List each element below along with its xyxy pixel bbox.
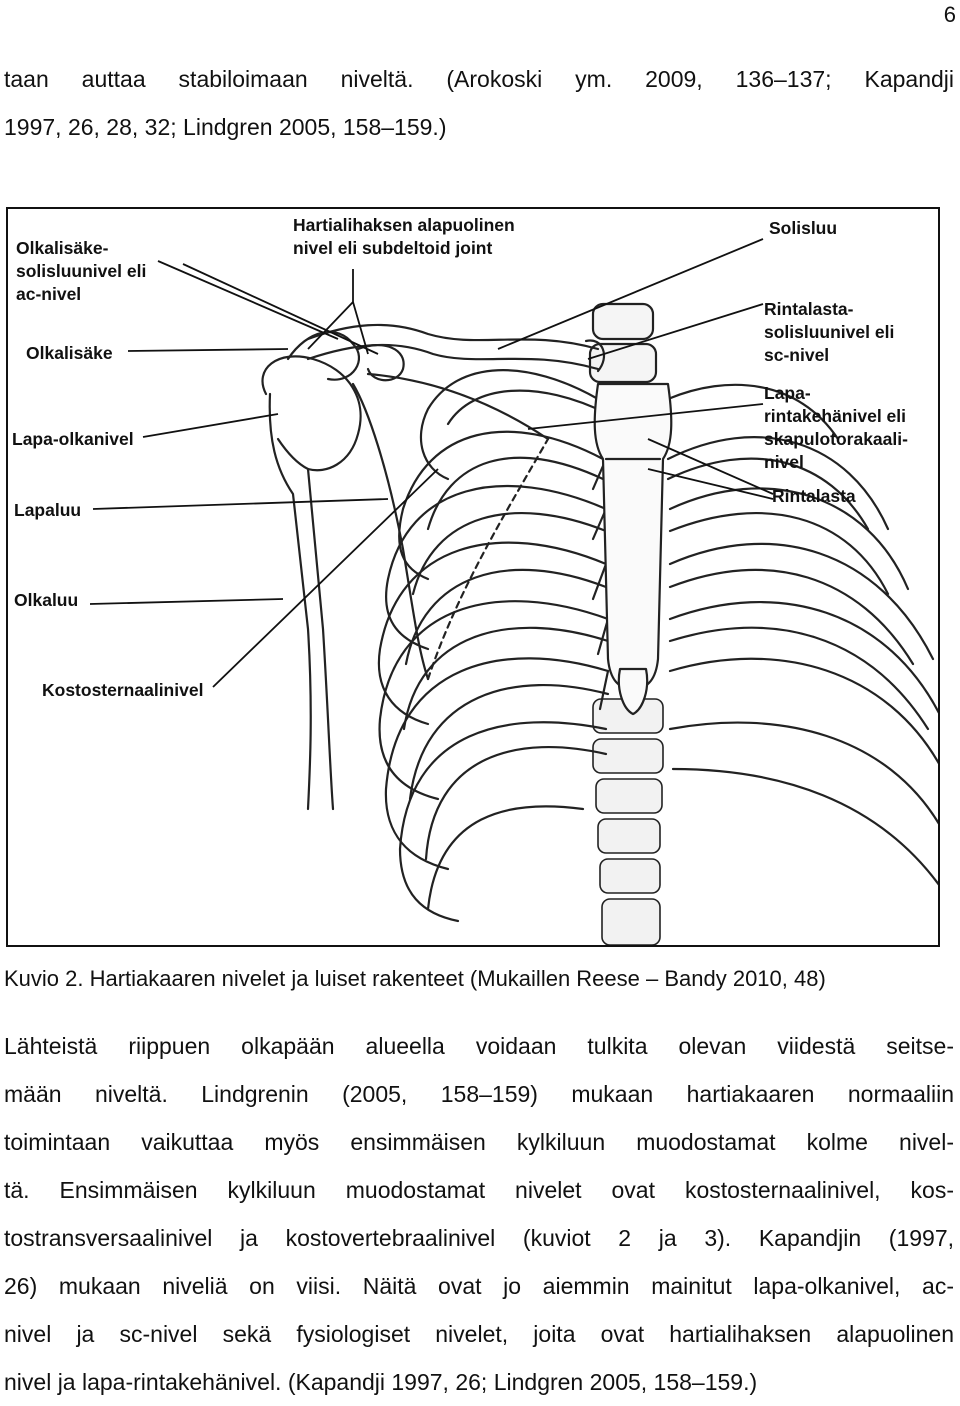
label-humerus: Olkaluu xyxy=(14,590,79,610)
label-costosternal-joint: Kostosternaalinivel xyxy=(42,680,204,700)
label-acromion: Olkalisäke xyxy=(26,343,113,363)
text-line: 26) mukaan niveliä on viisi. Näitä ovat … xyxy=(4,1273,954,1299)
shoulder-anatomy-figure: Olkalisäke- solisluunivel eli ac-nivel O… xyxy=(6,207,940,947)
rib-cage-illustration xyxy=(89,238,938,945)
label-glenohumeral-joint: Lapa-olkanivel xyxy=(12,429,134,449)
text-line: tä. Ensimmäisen kylkiluun muodostamat ni… xyxy=(4,1177,954,1203)
label-subdeltoid-joint: Hartialihaksen alapuolinen nivel eli sub… xyxy=(293,215,515,258)
text-line: tostransversaalinivel ja kostovertebraal… xyxy=(4,1225,954,1251)
label-sc-joint: Rintalasta- solisluunivel eli sc-nivel xyxy=(764,299,895,365)
text-line: taan auttaa stabiloimaan niveltä. (Aroko… xyxy=(4,66,954,92)
label-clavicle: Solisluu xyxy=(769,218,838,238)
text-line: mään niveltä. Lindgrenin (2005, 158–159)… xyxy=(4,1081,954,1107)
body-paragraph: Lähteistä riippuen olkapään alueella voi… xyxy=(4,1022,954,1406)
intro-paragraph: taan auttaa stabiloimaan niveltä. (Aroko… xyxy=(4,55,954,151)
label-scapulothoracic-joint: Lapa- rintakehänivel eli skapulotorakaal… xyxy=(764,383,908,472)
page-number: 6 xyxy=(943,2,956,27)
text-line: 1997, 26, 28, 32; Lindgren 2005, 158–159… xyxy=(4,114,447,140)
label-ac-joint: Olkalisäke- solisluunivel eli ac-nivel xyxy=(16,238,147,304)
text-line: toimintaan vaikuttaa myös ensimmäisen ky… xyxy=(4,1129,954,1155)
text-line: Lähteistä riippuen olkapään alueella voi… xyxy=(4,1033,954,1059)
text-line: nivel ja lapa-rintakehänivel. (Kapandji … xyxy=(4,1369,758,1395)
figure-caption: Kuvio 2. Hartiakaaren nivelet ja luiset … xyxy=(4,966,826,991)
label-sternum: Rintalasta xyxy=(772,486,856,506)
text-line: nivel ja sc-nivel sekä fysiologiset nive… xyxy=(4,1321,954,1347)
label-scapula: Lapaluu xyxy=(14,500,82,520)
